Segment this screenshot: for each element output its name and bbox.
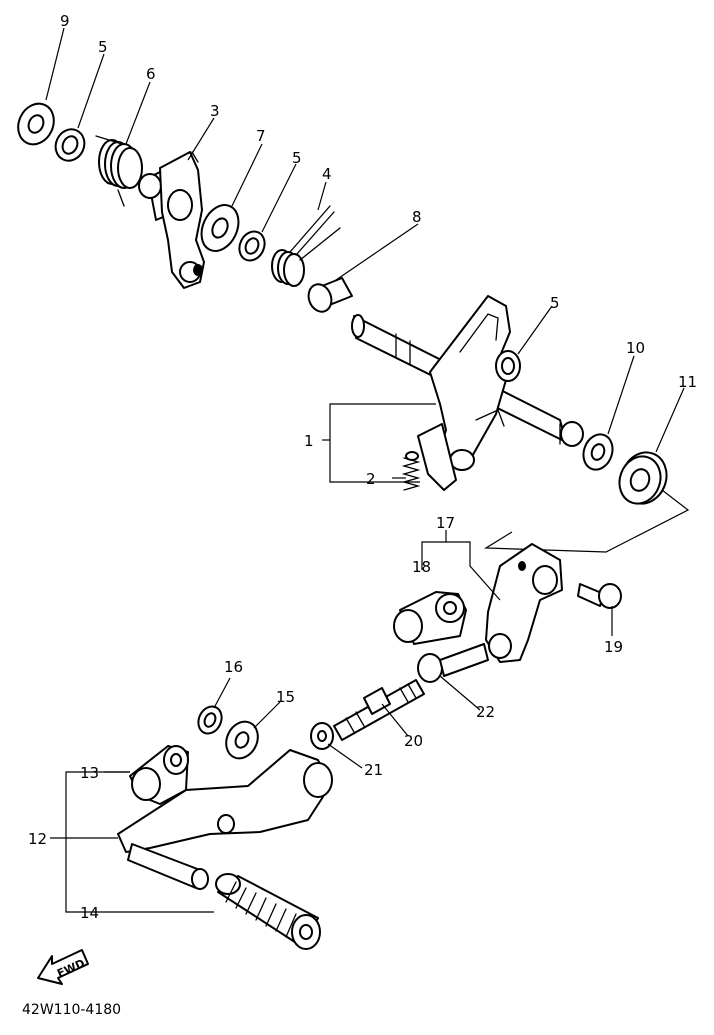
label-part-12: 12 xyxy=(28,830,47,848)
part-6-torsion-spring xyxy=(95,135,143,207)
label-part-8: 8 xyxy=(412,208,422,226)
label-part-7: 7 xyxy=(256,127,266,145)
part-3-shift-arm xyxy=(138,151,205,289)
label-part-18: 18 xyxy=(412,558,431,576)
label-part-2: 2 xyxy=(366,470,376,488)
label-part-9: 9 xyxy=(60,12,70,30)
part-7-washer xyxy=(200,204,240,252)
part-5-circlip-c xyxy=(495,350,521,382)
part-22-nut xyxy=(417,643,489,683)
label-part-1: 1 xyxy=(304,432,314,450)
label-part-19: 19 xyxy=(604,638,623,656)
part-15-washer xyxy=(225,720,259,760)
part-19-bolt xyxy=(577,583,622,609)
part-17-shift-arm xyxy=(485,543,563,663)
part-10-washer xyxy=(582,433,614,471)
label-part-5-a: 5 xyxy=(98,38,108,56)
label-part-5-b: 5 xyxy=(292,149,302,167)
label-part-14: 14 xyxy=(80,904,99,922)
part-18-joint xyxy=(393,591,467,645)
forward-arrow-icon: FWD xyxy=(37,949,89,985)
part-number-labels: 9 5 6 3 7 5 4 8 5 10 11 1 2 17 18 19 16 … xyxy=(28,12,697,922)
label-part-3: 3 xyxy=(210,102,220,120)
label-part-15: 15 xyxy=(276,688,295,706)
part-20-shift-rod xyxy=(333,679,425,741)
part-12-shift-pedal xyxy=(117,749,333,890)
part-5-circlip-a xyxy=(54,128,86,162)
label-part-11: 11 xyxy=(678,373,697,391)
part-9-washer xyxy=(17,102,55,146)
part-16-circlip xyxy=(197,705,223,735)
label-part-21: 21 xyxy=(364,761,383,779)
drawing-code: 42W110-4180 xyxy=(22,1002,121,1018)
leader-lines xyxy=(45,27,685,913)
label-part-16: 16 xyxy=(224,658,243,676)
label-part-5-c: 5 xyxy=(550,294,560,312)
part-14-pedal-rubber xyxy=(215,873,321,950)
part-5-circlip-b xyxy=(238,230,266,262)
label-part-22: 22 xyxy=(476,703,495,721)
label-part-20: 20 xyxy=(404,732,423,750)
label-part-13: 13 xyxy=(80,764,99,782)
label-part-4: 4 xyxy=(322,165,332,183)
part-8-collar xyxy=(307,277,353,313)
label-part-17: 17 xyxy=(436,514,455,532)
part-11-oil-seal xyxy=(618,451,668,505)
part-2-spring xyxy=(401,451,421,491)
label-part-10: 10 xyxy=(626,339,645,357)
label-part-6: 6 xyxy=(146,65,156,83)
part-4-return-spring xyxy=(271,205,341,287)
part-1-shift-shaft xyxy=(351,295,584,491)
part-21-nut xyxy=(310,722,334,750)
